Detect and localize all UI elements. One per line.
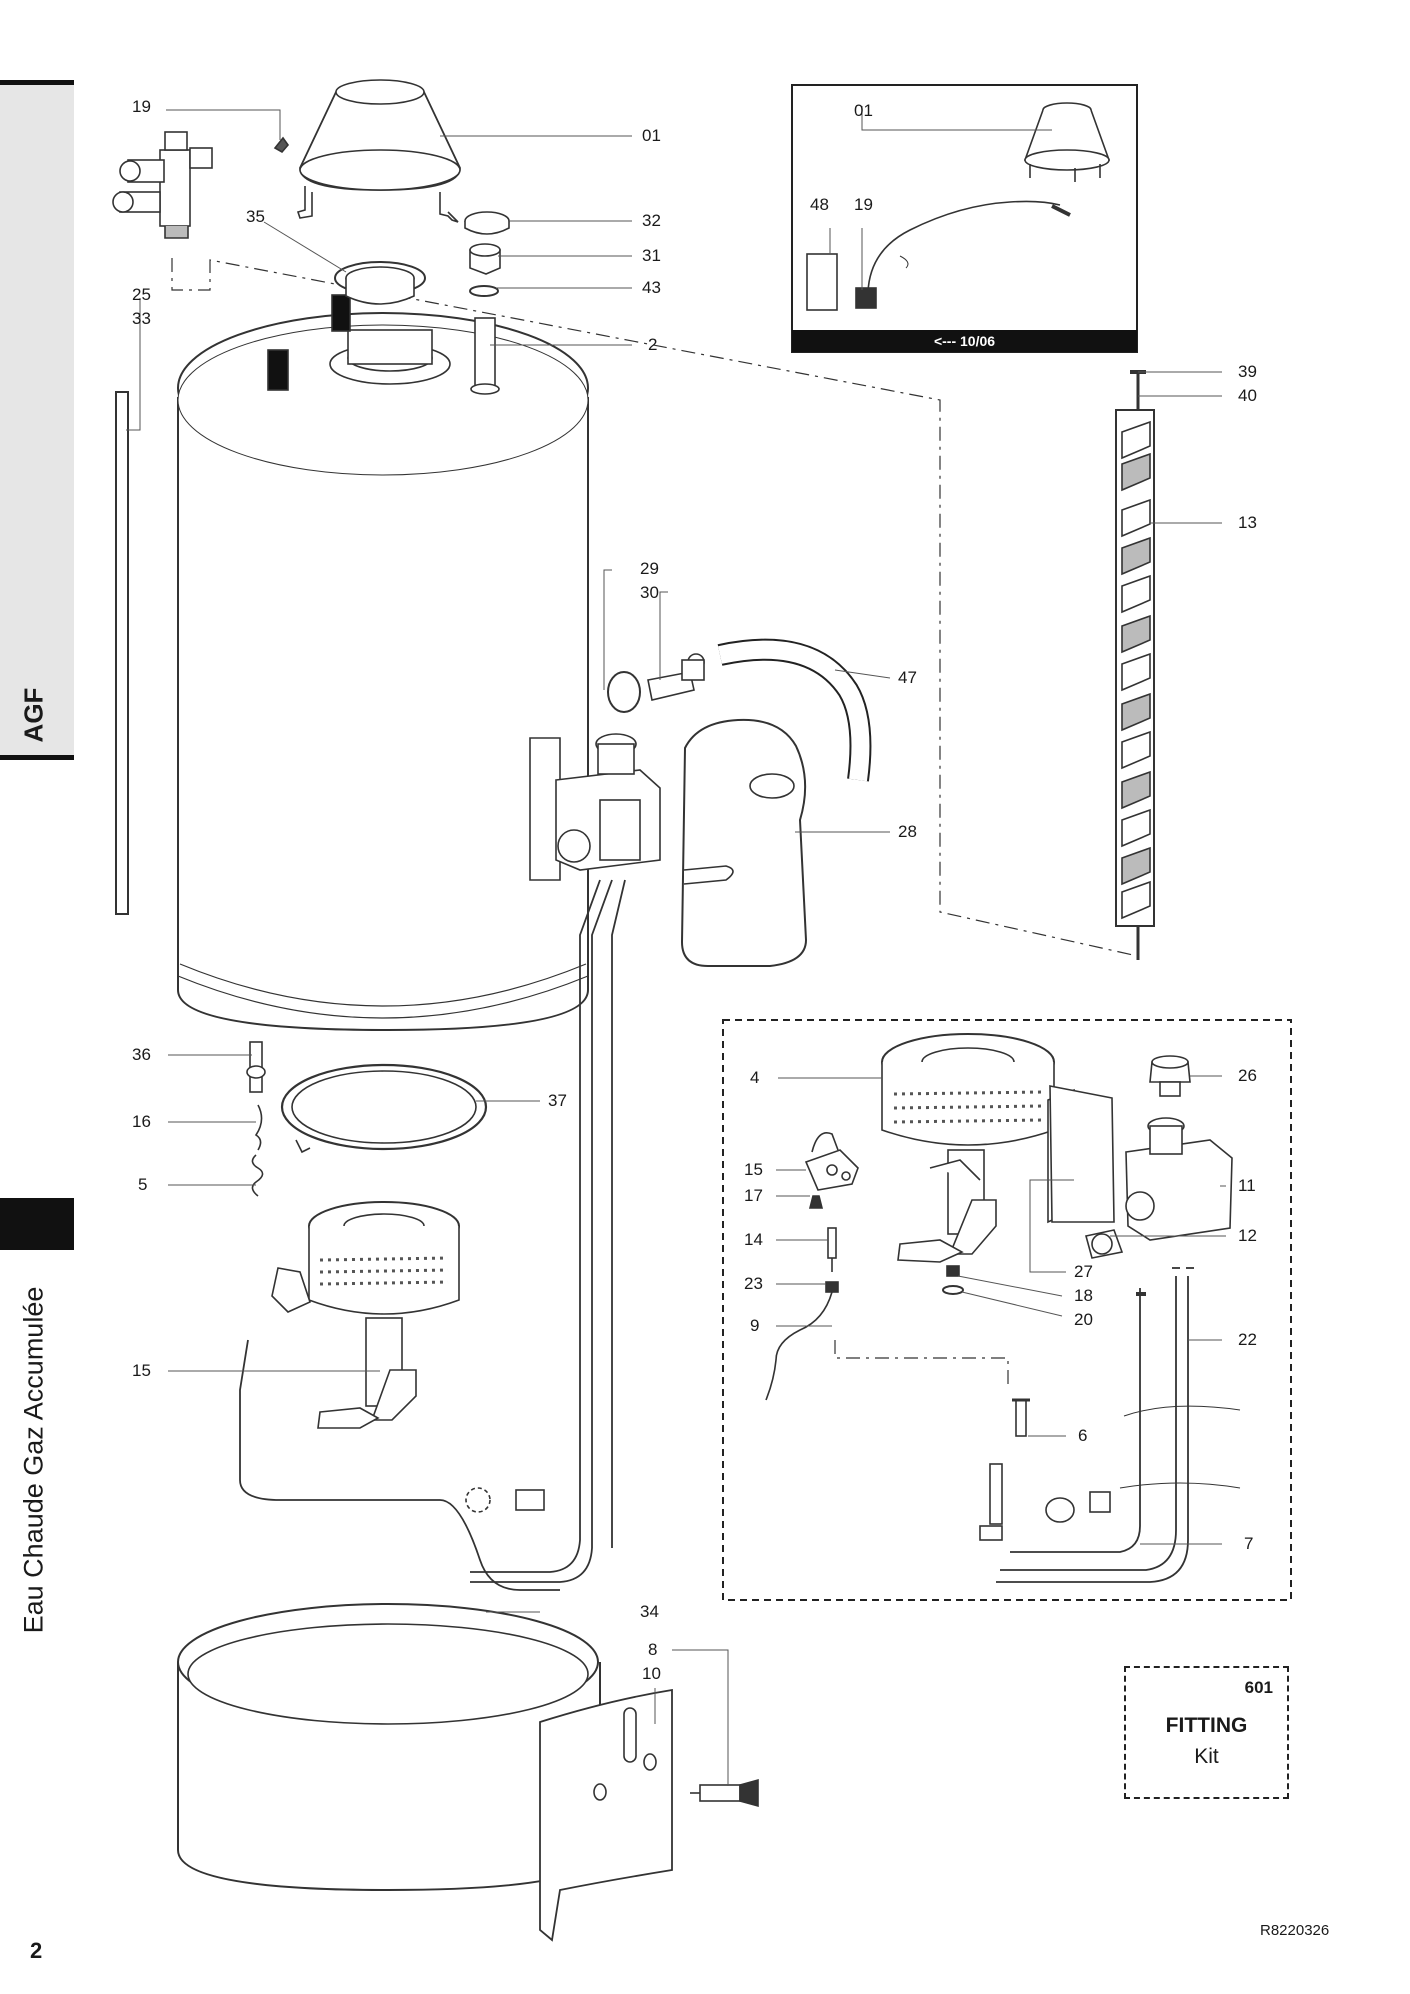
inset-label: 19 xyxy=(854,195,873,214)
access-door-part xyxy=(539,1688,673,1942)
kit-code: 601 xyxy=(1244,1678,1273,1697)
callout-label: 43 xyxy=(642,278,661,297)
callout-label: 29 xyxy=(640,559,659,578)
kit-title: FITTING xyxy=(1165,1714,1248,1737)
gas-supply-pipes xyxy=(239,879,626,1591)
inset-date-bar: <--- 10/06 xyxy=(792,330,1137,352)
callout-label: 5 xyxy=(138,1175,147,1194)
inset-label: 48 xyxy=(810,195,829,214)
spring-5-part xyxy=(251,1154,264,1197)
callout-label: 8 xyxy=(648,1640,657,1659)
kit-nut-18-part xyxy=(946,1265,960,1277)
callout-label: 11 xyxy=(1238,1176,1256,1195)
kit-valve-part xyxy=(1047,1085,1233,1259)
kit-lead-9-part xyxy=(765,1291,833,1401)
tank-part xyxy=(177,294,589,1032)
callout-label: 16 xyxy=(132,1112,151,1131)
safety-valve-part xyxy=(112,131,290,239)
callout-label: 6 xyxy=(1078,1426,1087,1445)
callout-label: 12 xyxy=(1238,1226,1257,1245)
kit-bracket-7-part xyxy=(979,1463,1111,1541)
plug-32-part xyxy=(464,211,510,235)
callout-label: 30 xyxy=(640,583,659,602)
inset-label: 01 xyxy=(854,101,873,120)
washer-43-part xyxy=(469,285,499,297)
callout-label: 36 xyxy=(132,1045,151,1064)
callout-labels: 19 25 33 35 36 16 5 15 01 32 31 43 2 29 … xyxy=(132,97,1257,1683)
callout-label: 18 xyxy=(1074,1286,1093,1305)
louvre-slats xyxy=(1121,420,1151,920)
igniter-part xyxy=(690,1778,759,1808)
kit-electrode-6-part xyxy=(1012,1398,1030,1437)
callout-label: 4 xyxy=(750,1068,759,1087)
inset-hood-part xyxy=(1023,102,1111,182)
nut-31-part xyxy=(469,243,501,275)
callout-label: 31 xyxy=(642,246,661,265)
callout-label: 17 xyxy=(744,1186,763,1205)
kit-subtitle: Kit xyxy=(1194,1745,1219,1768)
leader-lines xyxy=(126,106,1226,1786)
burner-kit-frame xyxy=(722,1019,1292,1601)
inset-thermocouple-part xyxy=(806,200,1071,311)
callout-label: 9 xyxy=(750,1316,759,1335)
callout-label: 39 xyxy=(1238,362,1257,381)
kit-washer-20-part xyxy=(942,1285,964,1295)
drain-fitting-part xyxy=(246,1041,266,1093)
callout-label: 33 xyxy=(132,309,151,328)
clip-16-part xyxy=(254,1104,263,1151)
callout-label: 37 xyxy=(548,1091,567,1110)
sidebar-band xyxy=(0,80,74,760)
callout-label: 34 xyxy=(640,1602,659,1621)
callout-label: 35 xyxy=(246,207,265,226)
callout-label: 28 xyxy=(898,822,917,841)
callout-label: 32 xyxy=(642,211,661,230)
skirt-part xyxy=(177,1603,601,1892)
kit-burner-part xyxy=(881,1033,1055,1263)
callout-label: 01 xyxy=(642,126,661,145)
kit-nut-23-part xyxy=(825,1281,839,1293)
gasket-29-part xyxy=(607,671,641,713)
kit-pilot-part xyxy=(804,1132,859,1191)
callout-label: 40 xyxy=(1238,386,1257,405)
assembly-dash-lines xyxy=(171,258,1134,1385)
callout-label: 2 xyxy=(648,335,657,354)
callout-label: 25 xyxy=(132,285,151,304)
control-cover-part xyxy=(680,718,808,967)
callout-label: 26 xyxy=(1238,1066,1257,1085)
sidebar-black-tab xyxy=(0,1198,74,1250)
page-number: 2 xyxy=(30,1938,43,1963)
kit-knob-26-part xyxy=(1149,1055,1191,1097)
callout-label: 22 xyxy=(1238,1330,1257,1349)
callout-label: 15 xyxy=(744,1160,763,1179)
callout-label: 19 xyxy=(132,97,151,116)
burner-part xyxy=(271,1201,460,1429)
kit-pipes-22-part xyxy=(996,1267,1241,1583)
callout-label: 13 xyxy=(1238,513,1257,532)
bracket-part xyxy=(515,1489,545,1511)
kit-reference-box: 601 FITTING Kit xyxy=(1124,1666,1289,1799)
base-ring-part xyxy=(280,1063,488,1154)
flue-hood-part xyxy=(296,79,461,223)
callout-label: 10 xyxy=(642,1664,661,1683)
union-30-part xyxy=(647,653,705,701)
callout-label: 47 xyxy=(898,668,917,687)
document-reference: R8220326 xyxy=(1260,1922,1330,1939)
callout-label: 15 xyxy=(132,1361,151,1380)
kit-injector-17-part xyxy=(808,1195,824,1209)
kit-thermocouple-14-part xyxy=(827,1227,837,1272)
wall-cleat-part xyxy=(115,391,129,915)
callout-label: 7 xyxy=(1244,1534,1253,1553)
callout-label: 14 xyxy=(744,1230,763,1249)
callout-label: 20 xyxy=(1074,1310,1093,1329)
flue-collar-part xyxy=(334,261,426,305)
callout-label: 23 xyxy=(744,1274,763,1293)
callout-label: 27 xyxy=(1074,1262,1093,1281)
gas-valve-part xyxy=(529,733,661,881)
